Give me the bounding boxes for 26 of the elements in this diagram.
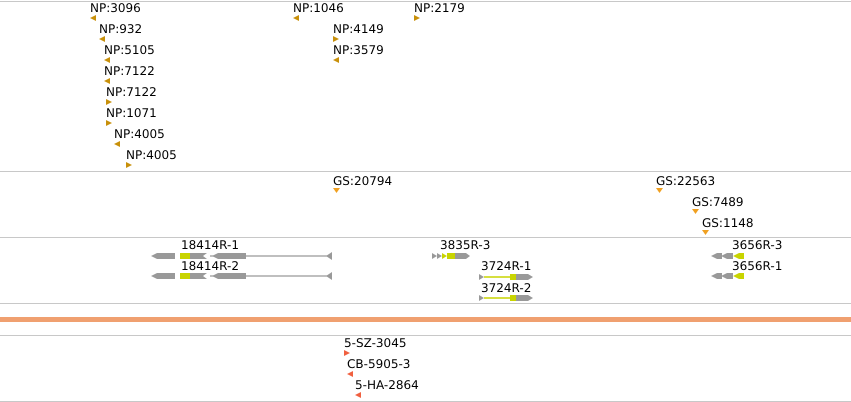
- feature-label: NP:7122: [104, 64, 155, 78]
- feature-label: GS:22563: [656, 174, 716, 188]
- feature-label: NP:1071: [106, 106, 157, 120]
- feature-label: GS:20794: [333, 174, 392, 188]
- feature-label: 5-SZ-3045: [344, 336, 406, 350]
- feature-label: NP:5105: [104, 43, 155, 57]
- feature-label: NP:4005: [126, 148, 177, 162]
- feature-label: 3724R-2: [481, 281, 532, 295]
- feature-label: NP:2179: [414, 1, 465, 15]
- feature-label: 3656R-3: [732, 238, 782, 252]
- feature-label: 18414R-1: [181, 238, 239, 252]
- feature-label: NP:4005: [114, 127, 165, 141]
- feature-label: GS:1148: [702, 216, 754, 230]
- feature-label: NP:932: [99, 22, 142, 36]
- feature-label: 3835R-3: [440, 238, 490, 252]
- feature-label: 3656R-1: [732, 259, 782, 273]
- feature-label: NP:1046: [293, 1, 344, 15]
- feature-label: 18414R-2: [181, 259, 239, 273]
- feature-label: NP:3096: [90, 1, 141, 15]
- feature-label: NP:4149: [333, 22, 384, 36]
- feature-label: NP:7122: [106, 85, 157, 99]
- feature-label: CB-5905-3: [347, 357, 410, 371]
- feature-label: 3724R-1: [481, 259, 532, 273]
- feature-label: NP:3579: [333, 43, 384, 57]
- feature-label: 5-HA-2864: [355, 378, 419, 392]
- feature-label: GS:7489: [692, 195, 744, 209]
